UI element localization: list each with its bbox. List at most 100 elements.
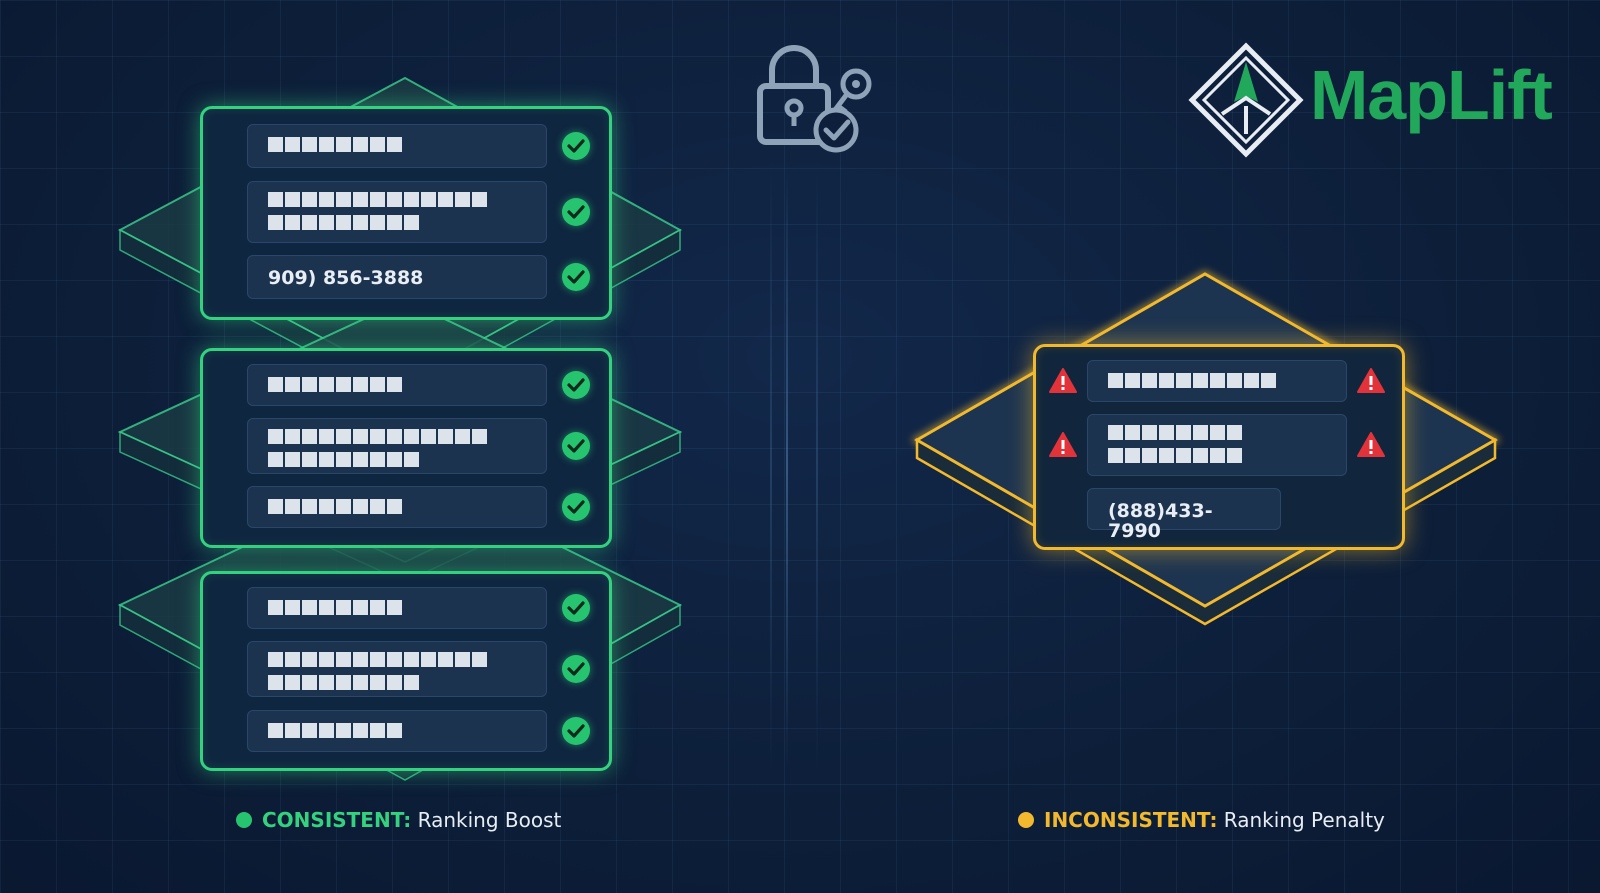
redacted-field (247, 710, 547, 752)
redacted-block (319, 652, 334, 667)
redacted-text-row (268, 137, 526, 152)
redacted-block (387, 215, 402, 230)
redacted-field (247, 181, 547, 243)
redacted-block (336, 137, 351, 152)
redacted-block (302, 137, 317, 152)
redacted-block (319, 215, 334, 230)
redacted-block (353, 723, 368, 738)
redacted-field (247, 486, 547, 528)
legend-inconsistent-value: Ranking Penalty (1217, 808, 1385, 832)
check-circle-icon (562, 594, 590, 622)
redacted-block (268, 377, 283, 392)
redacted-block (302, 652, 317, 667)
redacted-block (1193, 373, 1208, 388)
redacted-block (387, 499, 402, 514)
redacted-block (1108, 425, 1123, 440)
green-dot-icon (236, 812, 252, 828)
redacted-block (268, 215, 283, 230)
redacted-block (336, 600, 351, 615)
redacted-block (455, 429, 470, 444)
redacted-block (387, 600, 402, 615)
redacted-block (387, 675, 402, 690)
redacted-block (1108, 373, 1123, 388)
redacted-block (1227, 373, 1242, 388)
redacted-block (353, 600, 368, 615)
redacted-field (247, 364, 547, 406)
redacted-block (302, 499, 317, 514)
redacted-block (421, 652, 436, 667)
check-circle-icon (562, 371, 590, 399)
redacted-block (1159, 425, 1174, 440)
redacted-block (421, 429, 436, 444)
redacted-block (285, 215, 300, 230)
redacted-block (268, 675, 283, 690)
redacted-block (455, 652, 470, 667)
redacted-text-row (268, 452, 526, 467)
redacted-block (387, 452, 402, 467)
redacted-block (438, 192, 453, 207)
phone-field: 909) 856-3888 (247, 255, 547, 299)
redacted-block (302, 723, 317, 738)
warning-triangle-icon (1049, 432, 1077, 458)
legend-inconsistent-key: INCONSISTENT: (1044, 808, 1218, 832)
redacted-text-row (268, 215, 526, 230)
warning-triangle-icon (1049, 368, 1077, 394)
phone-number: 909) 856-3888 (268, 267, 424, 289)
redacted-block (472, 652, 487, 667)
redacted-text-row (268, 429, 526, 444)
redacted-block (268, 452, 283, 467)
redacted-block (285, 675, 300, 690)
divider-line (816, 160, 818, 773)
redacted-field (247, 641, 547, 697)
redacted-block (387, 192, 402, 207)
warning-triangle-icon (1357, 368, 1385, 394)
redacted-block (302, 675, 317, 690)
redacted-block (1176, 425, 1191, 440)
redacted-block (353, 137, 368, 152)
redacted-block (404, 652, 419, 667)
redacted-block (268, 429, 283, 444)
redacted-block (353, 377, 368, 392)
redacted-text-row (268, 377, 526, 392)
redacted-block (285, 499, 300, 514)
redacted-block (268, 137, 283, 152)
redacted-block (353, 652, 368, 667)
redacted-block (302, 452, 317, 467)
redacted-block (353, 429, 368, 444)
redacted-block (387, 429, 402, 444)
legend-inconsistent: INCONSISTENT: Ranking Penalty (1018, 808, 1385, 832)
redacted-block (387, 377, 402, 392)
redacted-block (319, 429, 334, 444)
redacted-block (302, 192, 317, 207)
legend-consistent-key: CONSISTENT: (262, 808, 412, 832)
redacted-block (353, 192, 368, 207)
redacted-block (319, 723, 334, 738)
redacted-block (268, 192, 283, 207)
redacted-block (1176, 373, 1191, 388)
redacted-block (319, 137, 334, 152)
redacted-block (1210, 425, 1225, 440)
redacted-block (319, 499, 334, 514)
redacted-block (370, 377, 385, 392)
check-circle-icon (562, 493, 590, 521)
redacted-text-row (268, 192, 526, 207)
brand-name: MapLift (1310, 56, 1553, 134)
divider-line (786, 160, 788, 773)
redacted-block (1125, 425, 1140, 440)
redacted-block (1193, 425, 1208, 440)
check-circle-icon (562, 655, 590, 683)
divider-line (770, 160, 772, 773)
redacted-block (319, 600, 334, 615)
redacted-block (1193, 448, 1208, 463)
redacted-block (285, 137, 300, 152)
redacted-block (370, 215, 385, 230)
redacted-block (336, 192, 351, 207)
redacted-block (1176, 448, 1191, 463)
redacted-block (285, 652, 300, 667)
redacted-block (336, 652, 351, 667)
redacted-block (370, 137, 385, 152)
redacted-block (268, 499, 283, 514)
redacted-block (1227, 448, 1242, 463)
redacted-field (247, 124, 547, 168)
redacted-block (336, 499, 351, 514)
